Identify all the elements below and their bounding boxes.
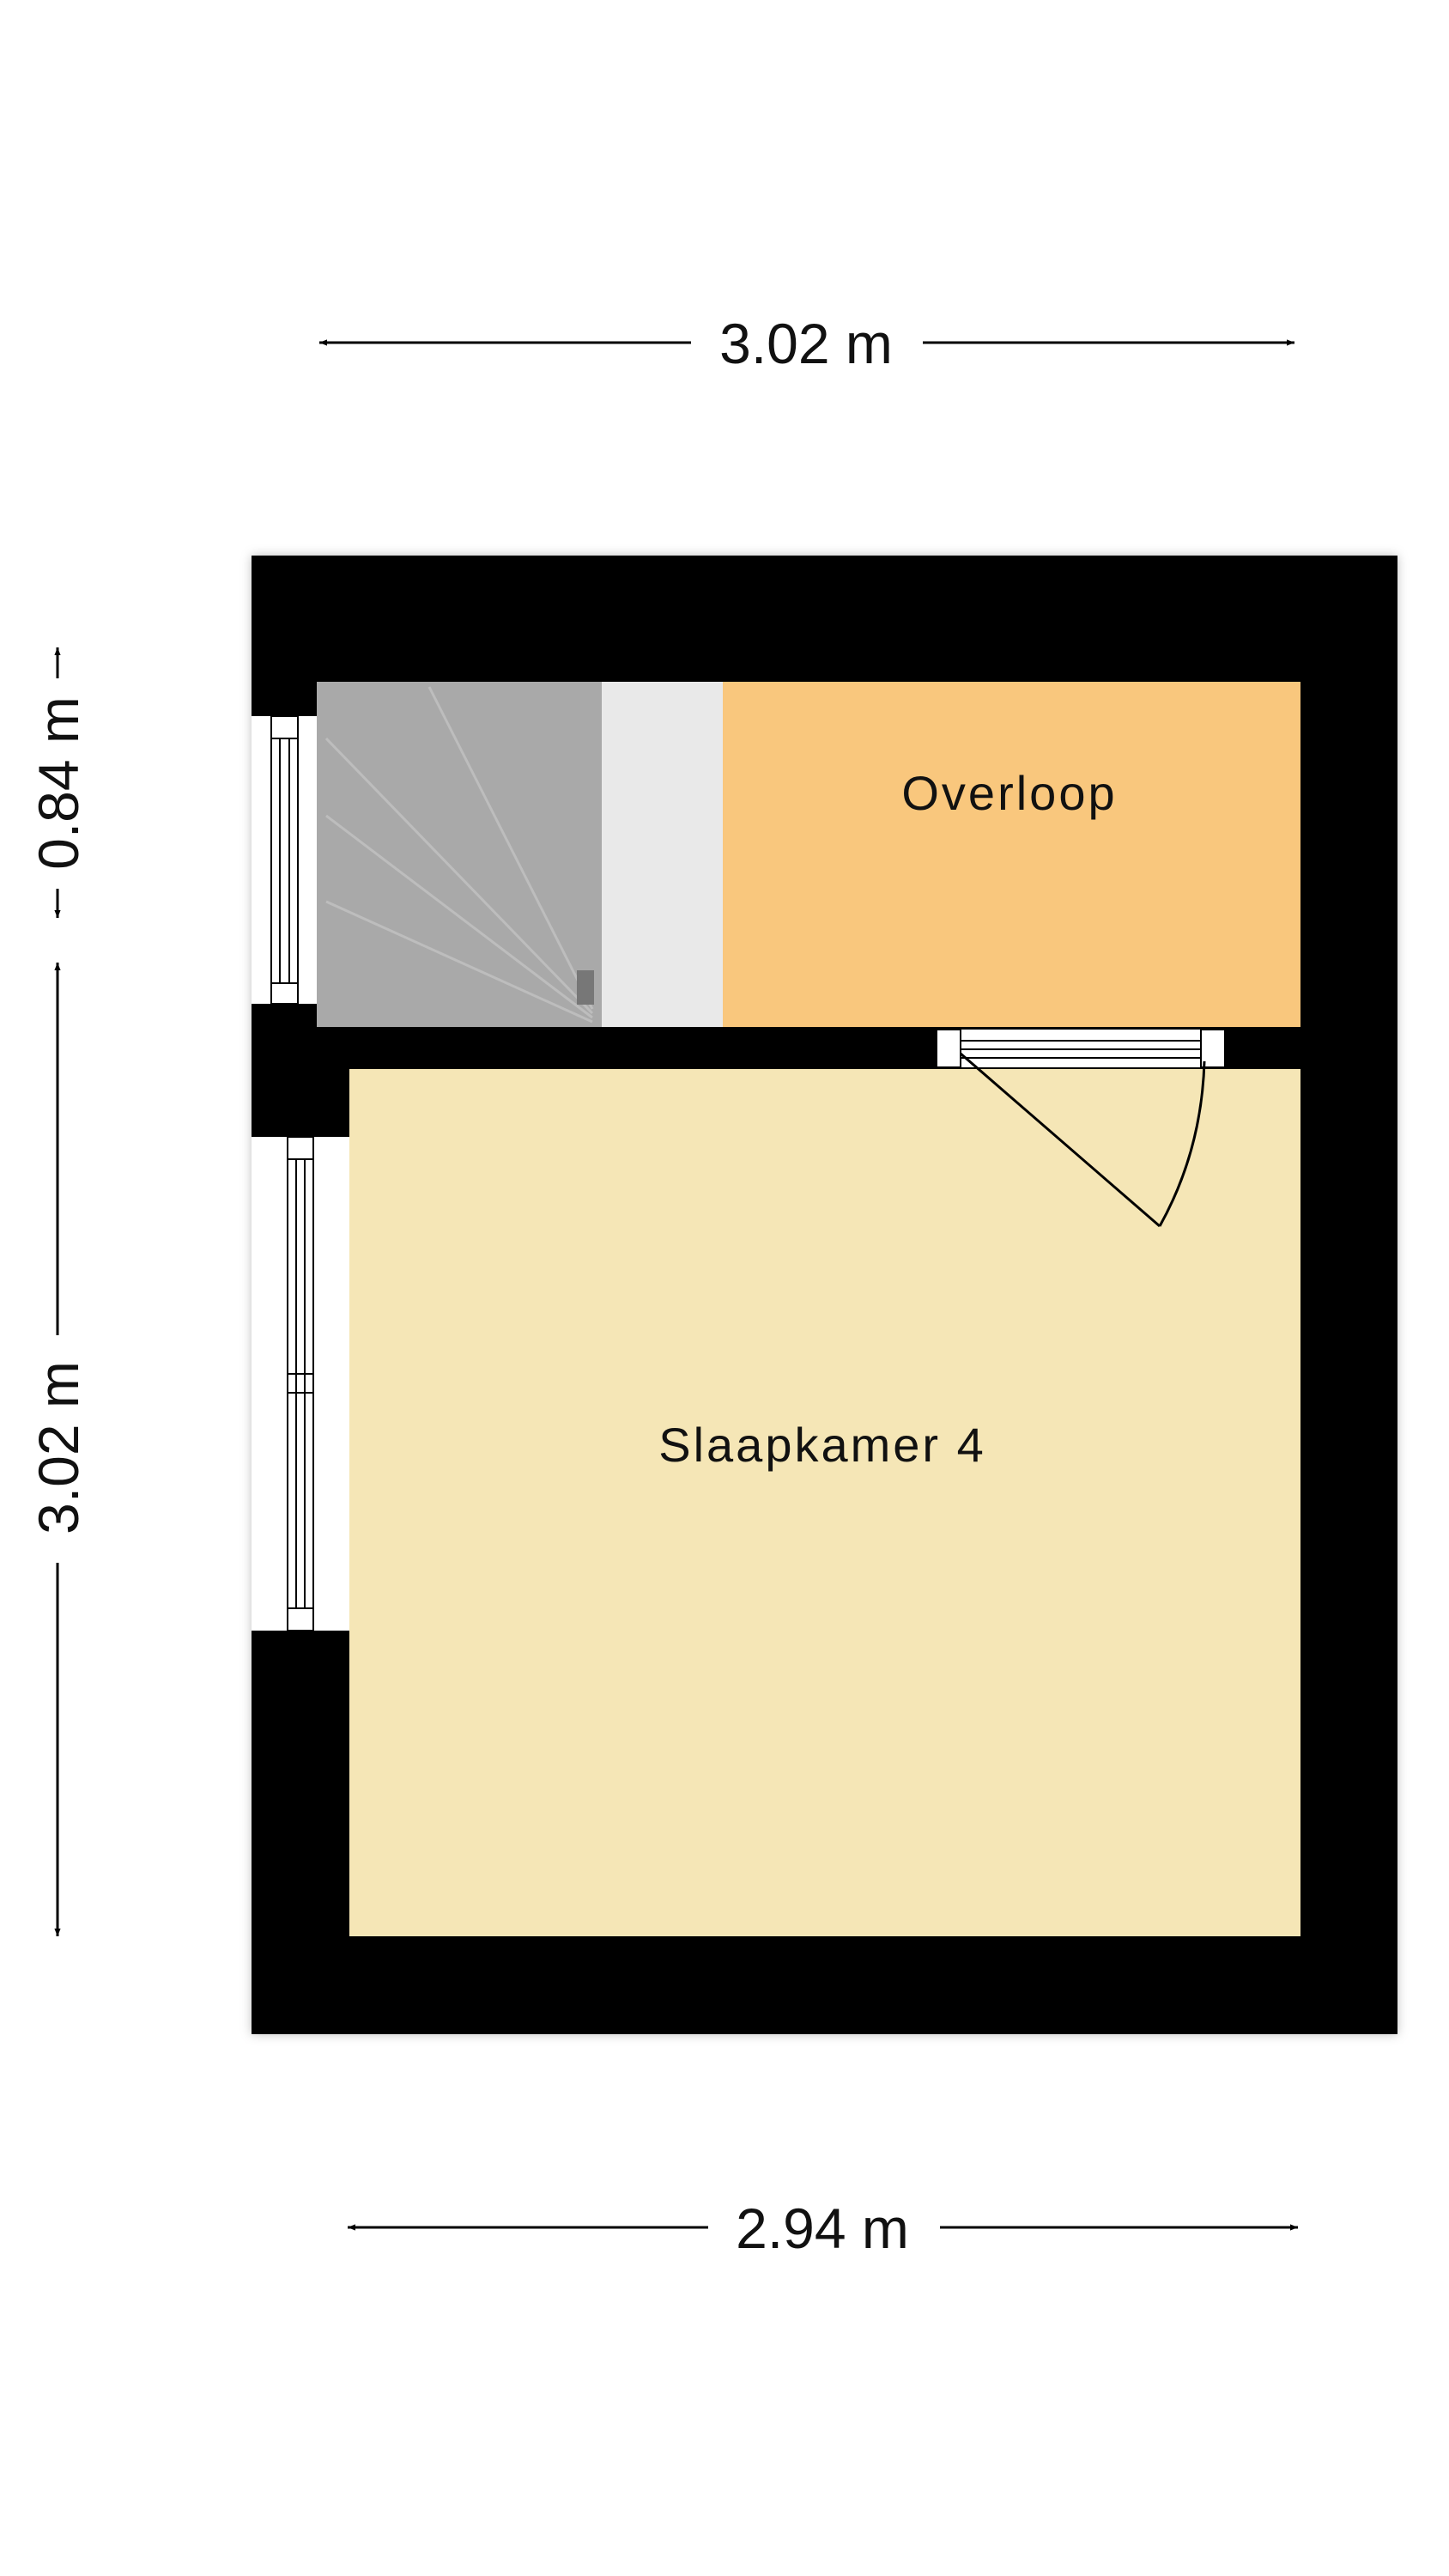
dimension-bottom-label: 2.94 m: [736, 2196, 909, 2260]
dimension-bottom: 2.94 m: [348, 2196, 1298, 2260]
dimension-top: 3.02 m: [319, 312, 1294, 375]
dimension-left-overloop: 0.84 m: [27, 647, 90, 918]
landing: [602, 682, 723, 1027]
stair-post: [577, 970, 594, 1005]
room-overloop: [723, 682, 1300, 1027]
stair-treads: [324, 686, 594, 1024]
door: [936, 1029, 1226, 1228]
dimension-left-bedroom-label: 3.02 m: [27, 1361, 90, 1534]
room-slaapkamer-4: [349, 1069, 1300, 1936]
dimension-left-overloop-label: 0.84 m: [27, 696, 90, 870]
window-overloop: [252, 715, 317, 1005]
dimension-top-label: 3.02 m: [719, 312, 893, 375]
room-label-slaapkamer-4: Slaapkamer 4: [658, 1418, 986, 1472]
room-label-overloop: Overloop: [901, 766, 1117, 820]
stair: [317, 682, 602, 1027]
dimension-left-bedroom: 3.02 m: [27, 963, 90, 1936]
window-slaapkamer: [252, 1136, 349, 1631]
